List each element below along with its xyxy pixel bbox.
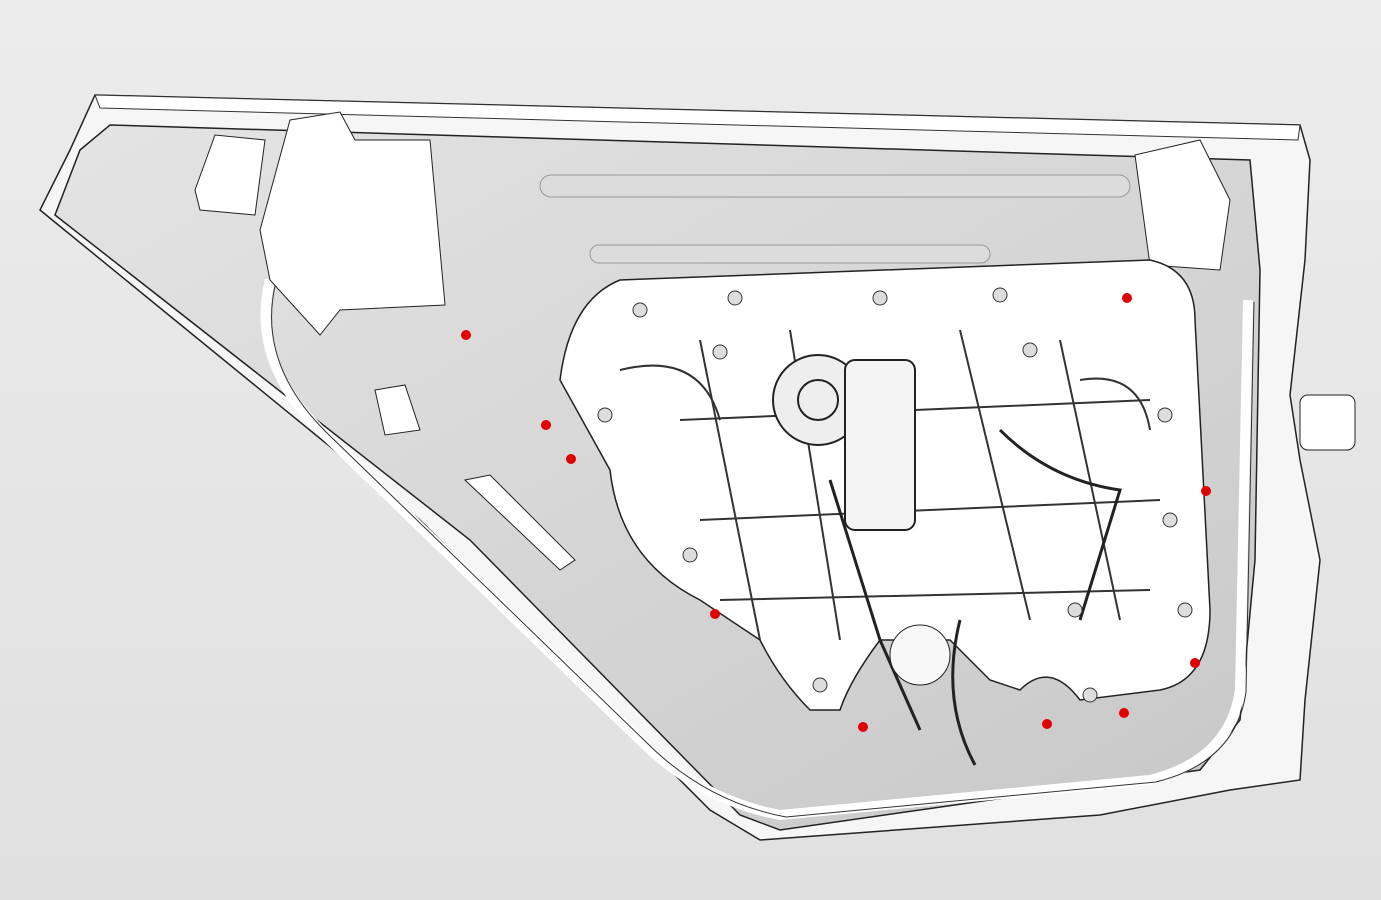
wiring-harness [828,428,1122,766]
fastener-marker [1201,486,1211,496]
fastener-marker [461,330,471,340]
window-motor [772,354,916,531]
access-hole [374,384,421,436]
fastener-markers [461,293,1211,732]
speaker-grommet [889,624,951,686]
latch-bracket [1134,139,1231,271]
bolt [872,290,888,306]
window-rail [94,94,1301,141]
fastener-marker [1122,293,1132,303]
fastener-marker [566,454,576,464]
bolt [1162,512,1178,528]
bolt [632,302,648,318]
handle-pocket [194,134,266,216]
bolt [1067,602,1083,618]
access-slot [463,474,576,571]
bolt [1157,407,1173,423]
bolt [682,547,698,563]
panel-rib [539,174,1131,198]
panel-rib [589,244,991,264]
bolt [812,677,828,693]
door-seal [260,278,1253,821]
label-sticker [259,111,446,336]
fastener-marker [1119,708,1129,718]
door-check-strap [1299,394,1356,451]
bolt [1022,342,1038,358]
module-bolts [597,287,1193,703]
fastener-marker [858,722,868,732]
fastener-marker [541,420,551,430]
bolt [727,290,743,306]
fastener-marker [1190,658,1200,668]
bolt [1177,602,1193,618]
bolt [597,407,613,423]
bolt [712,344,728,360]
fastener-marker [710,609,720,619]
bolt [992,287,1008,303]
fastener-marker [1042,719,1052,729]
bolt [1082,687,1098,703]
